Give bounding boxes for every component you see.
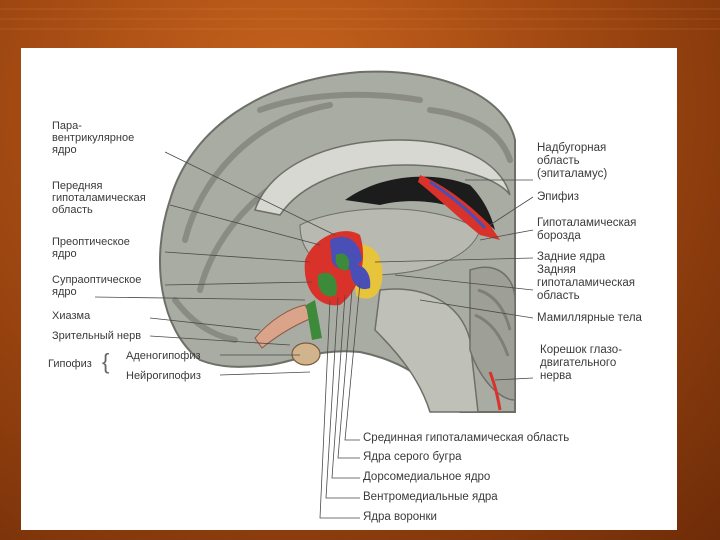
- label-hypophysis: Гипофиз: [48, 358, 92, 370]
- label-adenohypophysis: Аденогипофиз: [126, 350, 201, 362]
- nucleus-green: [317, 272, 337, 297]
- label-ventromedial: Вентромедиальные ядра: [363, 491, 498, 503]
- label-chiasm: Хиазма: [52, 310, 91, 322]
- corpus-callosum: [254, 139, 511, 216]
- label-supraoptic: Супраоптическое ядро: [52, 274, 142, 298]
- label-oculomotor: Корешок глазо- двигательного нерва: [540, 344, 623, 382]
- ventricle: [345, 176, 495, 230]
- label-epithalamus: Надбугорная область (эпиталамус): [537, 142, 608, 180]
- nucleus-blue-2: [350, 264, 371, 290]
- leader-lines: [94, 151, 534, 519]
- label-mamillary: Мамиллярные тела: [537, 312, 642, 324]
- label-anterior-hypothalamic: Передняя гипоталамическая область: [52, 180, 146, 216]
- cerebellum: [469, 266, 516, 401]
- label-posterior-area: Задняя гипоталамическая область: [537, 264, 636, 302]
- oculomotor-root: [488, 371, 502, 411]
- nucleus-green-2: [335, 253, 350, 271]
- label-dorsomedial: Дорсомедиальное ядро: [363, 471, 491, 483]
- gyri: [172, 91, 513, 343]
- label-neurohypophysis: Нейрогипофиз: [126, 370, 201, 382]
- pituitary: [291, 342, 321, 366]
- label-paraventricular: Пара- вентрикулярное ядро: [52, 120, 135, 156]
- label-infundibular: Ядра воронки: [363, 511, 437, 523]
- label-hypothalamic-sulcus: Гипоталамическая борозда: [537, 217, 637, 242]
- brainstem: [374, 288, 479, 413]
- label-median-area: Срединная гипоталамическая область: [363, 432, 570, 444]
- label-preoptic: Преоптическое ядро: [52, 236, 130, 260]
- label-optic-nerve: Зрительный нерв: [52, 330, 142, 342]
- label-epiphysis: Эпифиз: [537, 191, 580, 203]
- label-tuber-nuclei: Ядра серого бугра: [363, 451, 462, 463]
- hypophysis-brace: {: [102, 349, 110, 374]
- pituitary-stalk: [306, 300, 322, 340]
- label-posterior-nuclei: Задние ядра: [537, 251, 606, 263]
